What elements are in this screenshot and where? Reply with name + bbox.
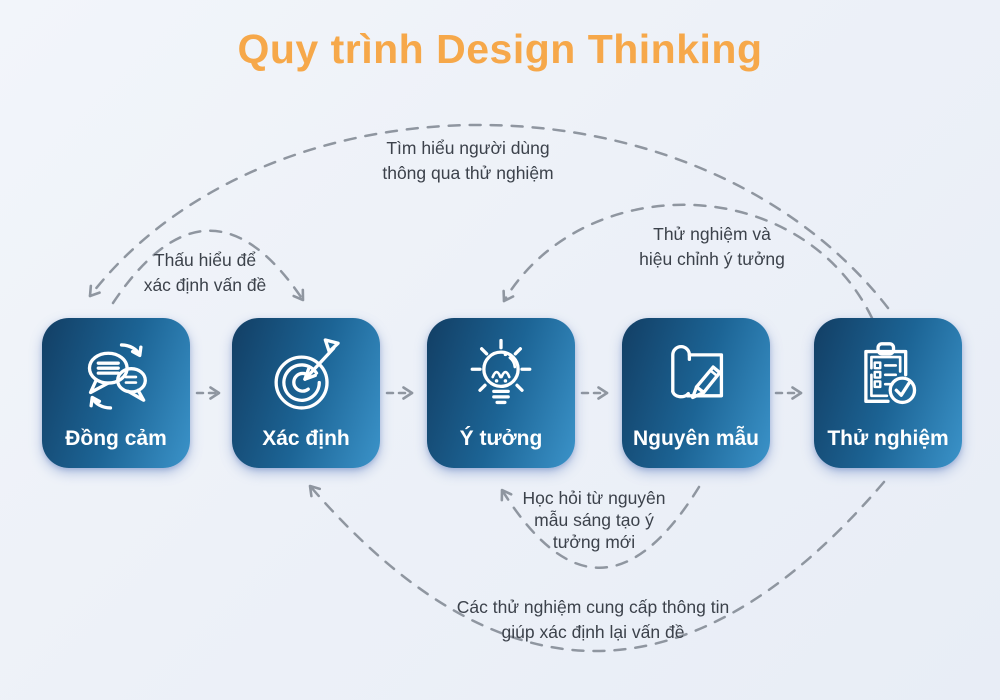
target-dart-icon <box>274 337 340 410</box>
annotation-line: Tìm hiểu người dùng <box>386 138 550 158</box>
stage-label: Xác định <box>262 427 350 450</box>
annotation-top: Tìm hiểu người dùng thông qua thử nghiệm <box>382 136 553 186</box>
stage-label: Ý tưởng <box>459 427 543 450</box>
annotation-line: thông qua thử nghiệm <box>382 163 554 183</box>
annotation-bottom-mid: Học hỏi từ nguyên mẫu sáng tạo ý tưởng m… <box>522 487 665 553</box>
annotation-line: tưởng mới <box>552 532 636 552</box>
page-title: Quy trình Design Thinking <box>237 26 763 72</box>
stage-label: Đồng cảm <box>65 427 167 450</box>
annotation-bottom: Các thử nghiệm cung cấp thông tin giúp x… <box>457 595 729 645</box>
stage-label: Nguyên mẫu <box>632 427 760 450</box>
lightbulb-icon <box>470 338 532 404</box>
clipboard-check-icon <box>864 341 917 404</box>
annotation-right: Thử nghiệm và hiệu chỉnh ý tưởng <box>639 222 785 272</box>
annotation-line: Các thử nghiệm cung cấp thông tin <box>456 597 730 617</box>
stage-card-test: Thử nghiệm <box>814 318 962 468</box>
stage-card-define: Xác định <box>232 318 380 468</box>
annotation-line: hiệu chỉnh ý tưởng <box>639 249 785 269</box>
annotation-line: mẫu sáng tạo ý <box>534 510 654 530</box>
annotation-line: xác định vấn đề <box>143 275 267 295</box>
stage-card-ideate: Ý tưởng <box>427 318 575 468</box>
annotation-line: Thử nghiệm và <box>653 224 771 244</box>
chat-sync-icon <box>87 342 147 410</box>
annotation-line: Học hỏi từ nguyên <box>522 488 666 508</box>
blueprint-pencil-icon <box>671 344 724 399</box>
stage-card-empathize: Đồng cảm <box>42 318 190 468</box>
stage-card-prototype: Nguyên mẫu <box>622 318 770 468</box>
stage-label: Thử nghiệm <box>827 427 949 450</box>
annotation-line: giúp xác định lại vấn đề <box>501 622 685 642</box>
annotation-left: Thấu hiểu để xác định vấn đề <box>144 248 267 298</box>
annotation-line: Thấu hiểu để <box>153 250 257 270</box>
